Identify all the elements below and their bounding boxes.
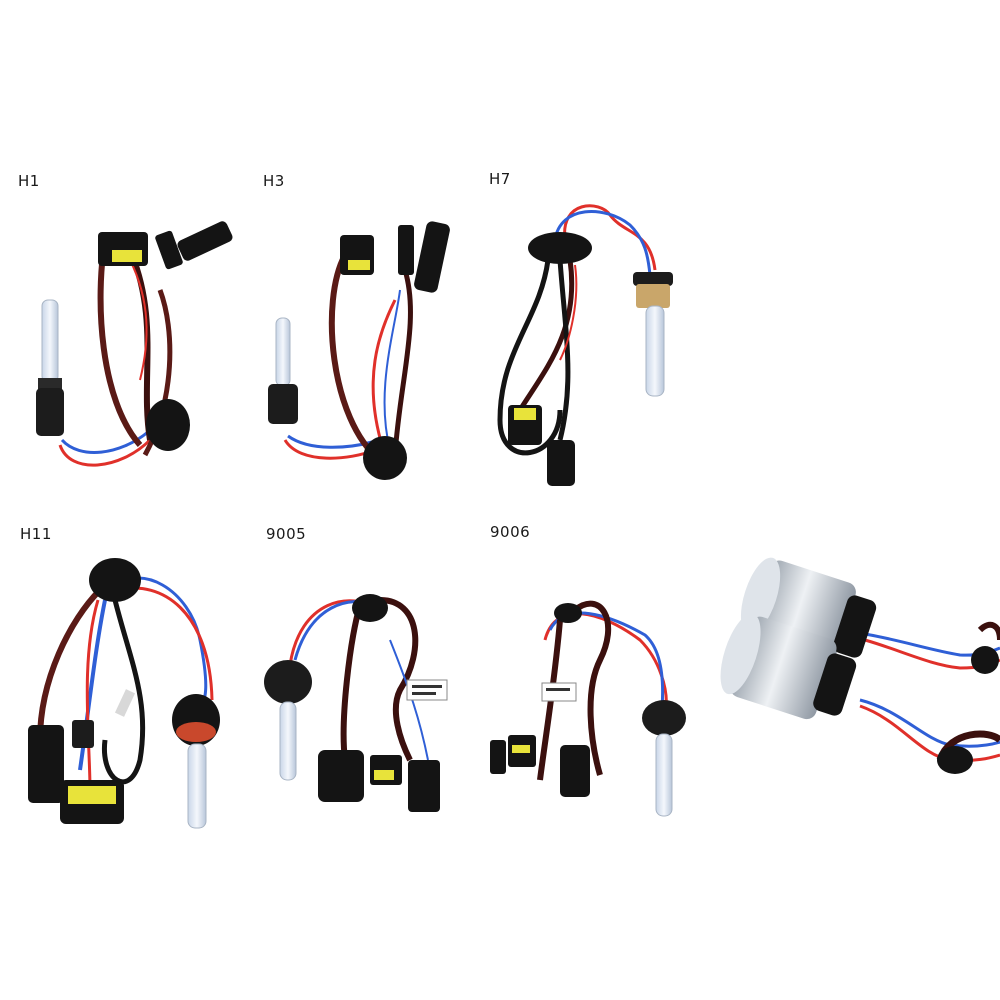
label-h11: H11: [20, 525, 52, 543]
label-h1: H1: [18, 172, 40, 190]
bulb-9006: [490, 600, 686, 817]
bulb-9005: [264, 594, 448, 812]
label-h3: H3: [263, 172, 285, 190]
label-9005: 9005: [266, 525, 307, 543]
bulb-h11: [28, 558, 220, 829]
bulb-h3: [268, 221, 450, 480]
label-h7: H7: [489, 170, 511, 188]
bulb-h7: [497, 204, 673, 486]
bulb-cans: [720, 557, 1000, 774]
bulb-h1: [36, 221, 233, 467]
label-9006: 9006: [490, 523, 531, 541]
